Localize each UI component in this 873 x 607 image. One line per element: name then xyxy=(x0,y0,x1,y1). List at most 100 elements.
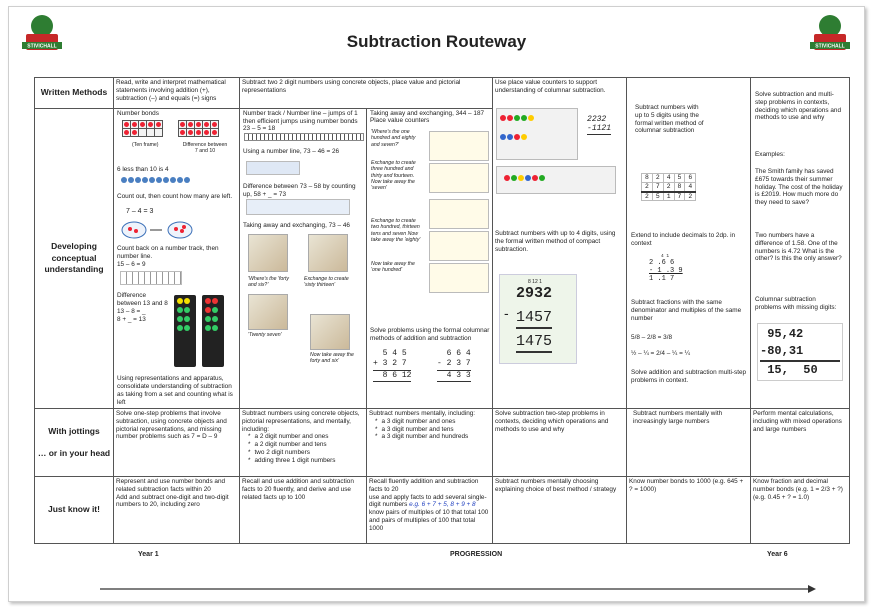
jottings-cell-2: Subtract numbers using concrete objects,… xyxy=(239,408,367,477)
column-counters-image xyxy=(496,166,617,194)
year5-solve-text: Solve addition and subtraction multi-ste… xyxy=(631,369,747,384)
year3-addition-calc: 5 4 5 + 3 2 7 8 6 12 xyxy=(373,349,412,383)
numicon-image-1 xyxy=(174,295,196,368)
row-just-know-it: Just know it! Represent and use number b… xyxy=(34,476,851,544)
year3-note-2: Exchange to create three hundred and thi… xyxy=(371,160,416,192)
caption-twenty-seven: 'Twenty seven' xyxy=(248,332,282,339)
counting-up-line-image xyxy=(246,199,350,216)
year6-label: Year 6 xyxy=(767,551,788,558)
place-value-counters-image xyxy=(496,108,579,160)
number-track-text: Number track / Number line – jumps of 1 … xyxy=(243,110,358,125)
year6-written-text: Solve subtraction and multi-step problem… xyxy=(755,91,841,122)
using-representations-text: Using representations and apparatus, con… xyxy=(117,375,233,406)
svg-text:STIVICHALL: STIVICHALL xyxy=(815,44,844,50)
year6-missing-digits-text: Columnar subtraction problems with missi… xyxy=(755,296,837,311)
row-header-jottings: With jottings … or in your head xyxy=(34,408,114,477)
routeway-table: Written Methods Read, write and interpre… xyxy=(34,76,851,544)
year4-written-text: Use place value counters to support unde… xyxy=(495,79,606,94)
written-cell-1: Read, write and interpret mathematical s… xyxy=(113,76,240,110)
exchange-digits: 8 12 1 xyxy=(528,279,542,285)
base-ten-image-4 xyxy=(310,314,350,351)
subtraction-eq-3: 13 – 8 = _ xyxy=(117,308,146,316)
counters-row-image xyxy=(120,177,190,186)
row-written-methods: Written Methods Read, write and interpre… xyxy=(34,76,851,409)
year2-eq-1: 23 – 5 = 18 xyxy=(243,125,276,133)
year5-extend-text: Extend to include decimals to 2dp. in co… xyxy=(631,232,736,247)
year3-note-4: Now take away the 'one hundred' xyxy=(371,261,415,274)
difference-caption: Difference between 7 and 10 xyxy=(182,142,228,155)
year5-fraction-1: 5/8 – 2/8 = 3/8 xyxy=(631,334,673,341)
year6-example-1: The Smith family has saved £675 towards … xyxy=(755,168,843,207)
year6-example-2: Two numbers have a difference of 1.58. O… xyxy=(755,232,842,263)
compact-calc-1: 2932 xyxy=(516,285,553,302)
year3-developing-cell: Taking away and exchanging, 344 – 187 Pl… xyxy=(365,108,494,409)
jottings-cell-7: Perform mental calculations, including w… xyxy=(750,408,851,477)
difference-counting-text: Difference between 73 – 58 by counting u… xyxy=(243,183,356,198)
pv-counters-label: Place value counters xyxy=(370,117,430,125)
taking-away-text: Taking away and exchanging, 73 – 46 xyxy=(243,222,350,230)
pv-image-1 xyxy=(429,131,489,162)
caption-forty-six: 'Where's the 'forty and six?' xyxy=(248,276,290,289)
row-header-know: Just know it! xyxy=(34,476,114,544)
know-cell-2: Recall and use addition and subtraction … xyxy=(239,476,367,544)
year5-decimal-calc: 4 1 2 .6 6 - 1 .3 9 1 .1 7 xyxy=(649,254,683,284)
pv-image-5 xyxy=(429,263,489,294)
pv-image-2 xyxy=(429,163,489,194)
year2-developing-cell: Number track / Number line – jumps of 1 … xyxy=(239,108,367,409)
calc-top-1: 2232 xyxy=(587,115,607,124)
year6-developing-cell: Solve subtraction and multi-step problem… xyxy=(750,77,851,409)
row-header-written: Written Methods xyxy=(34,76,114,110)
year1-developing-cell: Number bonds (Ten frame) Difference betw… xyxy=(113,108,240,409)
jottings-cell-3: Subtract numbers mentally, including: a … xyxy=(365,408,494,477)
year3-taking-text: Taking away and exchanging, 344 – 187 xyxy=(370,110,485,118)
row-jottings: With jottings … or in your head Solve on… xyxy=(34,408,851,477)
subtraction-eq-1: 7 – 4 = 3 xyxy=(126,208,154,216)
know-cell-1: Represent and use number bonds and relat… xyxy=(113,476,240,544)
caption-take-away: Now take away the forty and six' xyxy=(310,352,354,365)
ten-frame-image xyxy=(122,120,163,138)
know-cell-7: Know fraction and decimal number bonds (… xyxy=(750,476,851,544)
know-cell-3: Recall fluently addition and subtraction… xyxy=(365,476,494,544)
year3-subtraction-calc: 6 6 4 - 2 3 7 4 3 3 xyxy=(437,349,471,383)
pv-image-3 xyxy=(429,199,489,230)
count-out-text: Count out, then count how many are left. xyxy=(117,193,233,201)
school-logo-left: STIVICHALL xyxy=(22,15,62,50)
year6-examples-label: Examples: xyxy=(755,151,785,158)
subtraction-eq-2: 15 – 6 = 9 xyxy=(117,261,146,269)
number-line-text: Using a number line, 73 – 46 = 26 xyxy=(243,148,340,156)
row-developing: Developing conceptual understanding Numb… xyxy=(34,108,850,409)
difference-frame-image xyxy=(178,120,219,138)
year5-fractions-text: Subtract fractions with the same denomin… xyxy=(631,299,742,322)
subtraction-eq-4: 8 + _ = 13 xyxy=(117,316,146,324)
year4-up4-text: Subtract numbers with up to 4 digits, us… xyxy=(495,230,616,253)
know-cell-5: Know number bonds to 1000 (e.g. 645 + ? … xyxy=(626,476,752,544)
jottings-cell-5: Subtract numbers mentally with increasin… xyxy=(626,408,752,477)
base-ten-image-1 xyxy=(248,234,288,273)
school-logo-right: STIVICHALL xyxy=(810,15,850,50)
year5-developing-cell: Subtract numbers with up to 5 digits usi… xyxy=(626,77,752,409)
year5-up5-text: Subtract numbers with up to 5 digits usi… xyxy=(635,104,704,135)
difference-13-8-text: Difference between 13 and 8 xyxy=(117,292,168,307)
year3-note-1: 'Where's the one hundred and eighty and … xyxy=(371,129,416,148)
year3-solve-text: Solve problems using the formal columnar… xyxy=(370,327,490,342)
jumps-number-track-image xyxy=(244,133,364,142)
pv-image-4 xyxy=(429,231,489,262)
jottings-cell-1: Solve one-step problems that involve sub… xyxy=(113,408,240,477)
year1-label: Year 1 xyxy=(138,551,159,558)
year4-developing-cell: Use place value counters to support unde… xyxy=(492,77,628,409)
ten-frame-caption: (Ten frame) xyxy=(132,142,159,149)
year3-note-3: Exchange to create two hundred, thirteen… xyxy=(371,218,421,243)
page-title: Subtraction Routeway xyxy=(346,32,527,51)
progression-label: PROGRESSION xyxy=(450,551,503,558)
jottings-cell-4: Solve subtraction two-step problems in c… xyxy=(492,408,628,477)
calc-top-2: -1121 xyxy=(587,123,612,135)
six-less-text: 6 less than 10 is 4 xyxy=(117,166,169,174)
compact-calc-2: 1457 xyxy=(516,309,553,330)
know-cell-4: Subtract numbers mentally choosing expla… xyxy=(492,476,628,544)
year6-missing-digits-grid: 95,42 -80,31 15, 50 xyxy=(757,323,844,382)
counting-plates-image xyxy=(121,221,193,239)
year5-fraction-2: ½ – ¼ = 2/4 – ¼ = ¼ xyxy=(631,350,690,357)
count-back-text: Count back on a number track, then numbe… xyxy=(117,245,219,260)
number-bonds-label: Number bonds xyxy=(117,110,159,118)
base-ten-image-3 xyxy=(248,294,288,331)
